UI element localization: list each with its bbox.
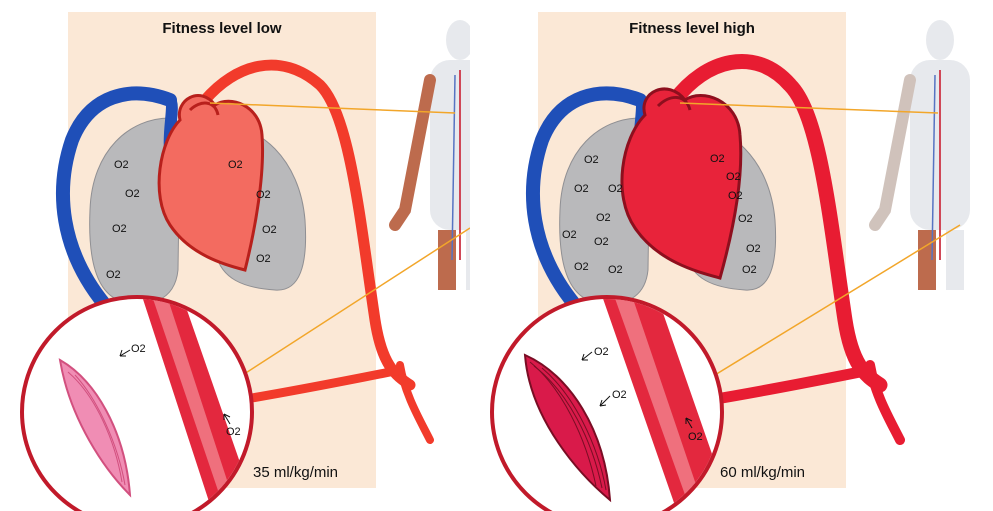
svg-text:O2: O2 xyxy=(584,154,599,166)
body-figure xyxy=(875,20,970,290)
svg-text:O2: O2 xyxy=(612,389,627,401)
svg-text:O2: O2 xyxy=(746,243,761,255)
svg-text:O2: O2 xyxy=(256,189,271,201)
vo2max-rate: 35 ml/kg/min xyxy=(253,464,338,481)
svg-text:O2: O2 xyxy=(574,183,589,195)
svg-text:O2: O2 xyxy=(688,431,703,443)
svg-text:O2: O2 xyxy=(256,253,271,265)
svg-text:O2: O2 xyxy=(596,212,611,224)
artery-branch xyxy=(870,365,900,440)
svg-text:O2: O2 xyxy=(608,183,623,195)
artery-branch xyxy=(400,365,430,440)
body-figure xyxy=(395,20,470,290)
panel-title: Fitness level high xyxy=(629,20,755,37)
svg-text:O2: O2 xyxy=(594,236,609,248)
svg-text:O2: O2 xyxy=(262,224,277,236)
svg-text:O2: O2 xyxy=(562,229,577,241)
vo2max-rate: 60 ml/kg/min xyxy=(720,464,805,481)
svg-text:O2: O2 xyxy=(710,153,725,165)
svg-text:O2: O2 xyxy=(574,261,589,273)
svg-text:O2: O2 xyxy=(131,343,146,355)
svg-text:O2: O2 xyxy=(106,269,121,281)
panel-fitness-low: Fitness level low O2 O2 O2 O2 O2 O2 O2 O… xyxy=(0,0,470,511)
svg-text:O2: O2 xyxy=(594,346,609,358)
svg-text:O2: O2 xyxy=(125,188,140,200)
svg-text:O2: O2 xyxy=(738,213,753,225)
panel-title: Fitness level low xyxy=(162,20,282,37)
panel-fitness-high: Fitness level high O2 O2 O2 O2 O2 O2 O2 … xyxy=(470,0,993,511)
svg-text:O2: O2 xyxy=(114,159,129,171)
svg-text:O2: O2 xyxy=(112,223,127,235)
svg-text:O2: O2 xyxy=(228,159,243,171)
svg-text:O2: O2 xyxy=(728,190,743,202)
svg-text:O2: O2 xyxy=(226,426,241,438)
svg-text:O2: O2 xyxy=(608,264,623,276)
svg-text:O2: O2 xyxy=(742,264,757,276)
svg-text:O2: O2 xyxy=(726,171,741,183)
